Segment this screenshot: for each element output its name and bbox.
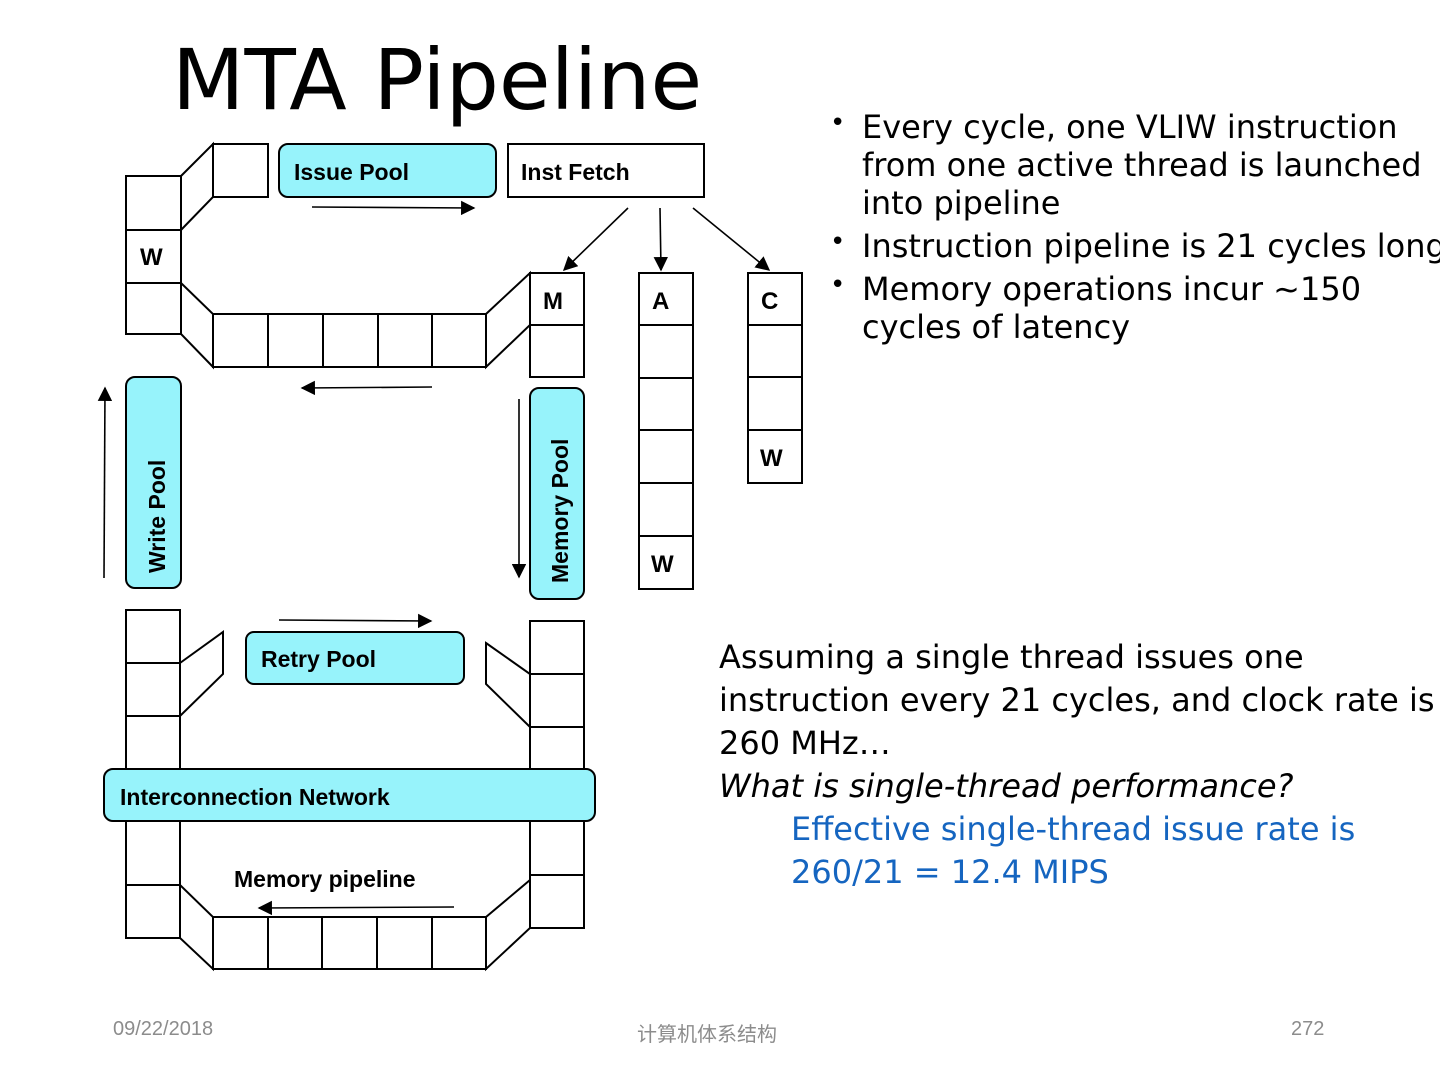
write-pool: Write Pool: [125, 376, 182, 589]
instruction-pipeline-loop: W: [125, 141, 531, 370]
c-column: C W: [747, 272, 803, 484]
pipeline-bevel: [180, 280, 214, 370]
arrow-left-memory-pipeline: [257, 900, 455, 916]
a-writeback-label: W: [651, 551, 674, 578]
pipeline-bevel: [485, 270, 531, 370]
arrow-up-write: [97, 386, 113, 579]
pipeline-stage-cell: [212, 313, 269, 368]
write-pool-label: Write Pool: [144, 460, 170, 573]
retry-pool: Retry Pool: [245, 631, 465, 685]
pipeline-stage-cell: [267, 313, 324, 368]
arrow-left-middle: [300, 380, 433, 396]
pipeline-stage-cell: [212, 143, 269, 198]
pipeline-stage-cell: [125, 229, 182, 284]
issue-pool: Issue Pool: [278, 143, 497, 198]
w-stage-label: W: [140, 244, 163, 271]
arrow-to-a: [653, 207, 668, 272]
arrow-right-issue: [311, 200, 476, 216]
bullet-icon: •: [830, 108, 846, 138]
arrow-right-retry: [278, 613, 433, 629]
answer-text: Effective single-thread issue rate is 26…: [791, 810, 1356, 891]
c-stage-label: C: [761, 288, 778, 315]
bullet-list: • Every cycle, one VLIW instruction from…: [830, 108, 1440, 348]
footer-date: 09/22/2018: [113, 1018, 214, 1040]
pipeline-stage-cell: [377, 313, 433, 368]
inst-fetch-label: Inst Fetch: [521, 159, 630, 185]
interconnection-network-label: Interconnection Network: [120, 784, 390, 810]
slide-title: MTA Pipeline: [172, 31, 703, 129]
bullet-text: Memory operations incur ~150 cycles of l…: [862, 270, 1362, 346]
question-block: Assuming a single thread issues one inst…: [719, 636, 1439, 894]
footer-course-title: 计算机体系结构: [637, 1024, 777, 1046]
arrow-to-m: [562, 207, 629, 272]
bullet-item: • Every cycle, one VLIW instruction from…: [830, 108, 1440, 222]
c-writeback-label: W: [760, 445, 783, 472]
pipeline-stage-cell: [125, 282, 182, 335]
memory-pipeline-loop: [125, 609, 585, 972]
m-stage-label: M: [543, 288, 563, 315]
pipeline-stage-cell: [322, 313, 379, 368]
memory-pool: Memory Pool: [529, 387, 585, 600]
arrow-to-c: [692, 207, 771, 271]
question-text: What is single-thread performance?: [719, 767, 1294, 805]
bullet-text: Instruction pipeline is 21 cycles long: [862, 227, 1440, 265]
m-column: M: [529, 272, 585, 378]
pipeline-stage-cell: [431, 313, 487, 368]
a-stage-label: A: [652, 288, 669, 315]
pipeline-stage-cell: [125, 175, 182, 231]
bullet-icon: •: [830, 227, 846, 257]
memory-pool-label: Memory Pool: [547, 439, 573, 583]
memory-pipeline-label: Memory pipeline: [234, 866, 415, 892]
inst-fetch-box: Inst Fetch: [507, 143, 705, 198]
pipeline-bevel: [180, 141, 214, 233]
footer-page-number: 272: [1291, 1018, 1325, 1040]
bullet-item: • Memory operations incur ~150 cycles of…: [830, 270, 1440, 346]
bullet-icon: •: [830, 270, 846, 300]
issue-pool-label: Issue Pool: [294, 159, 409, 185]
assumption-text: Assuming a single thread issues one inst…: [719, 638, 1435, 762]
retry-pool-label: Retry Pool: [261, 646, 376, 672]
interconnection-network: Interconnection Network: [103, 768, 596, 822]
bullet-text: Every cycle, one VLIW instruction from o…: [862, 108, 1422, 222]
a-column: A W: [638, 272, 694, 590]
bullet-item: • Instruction pipeline is 21 cycles long: [830, 224, 1440, 268]
